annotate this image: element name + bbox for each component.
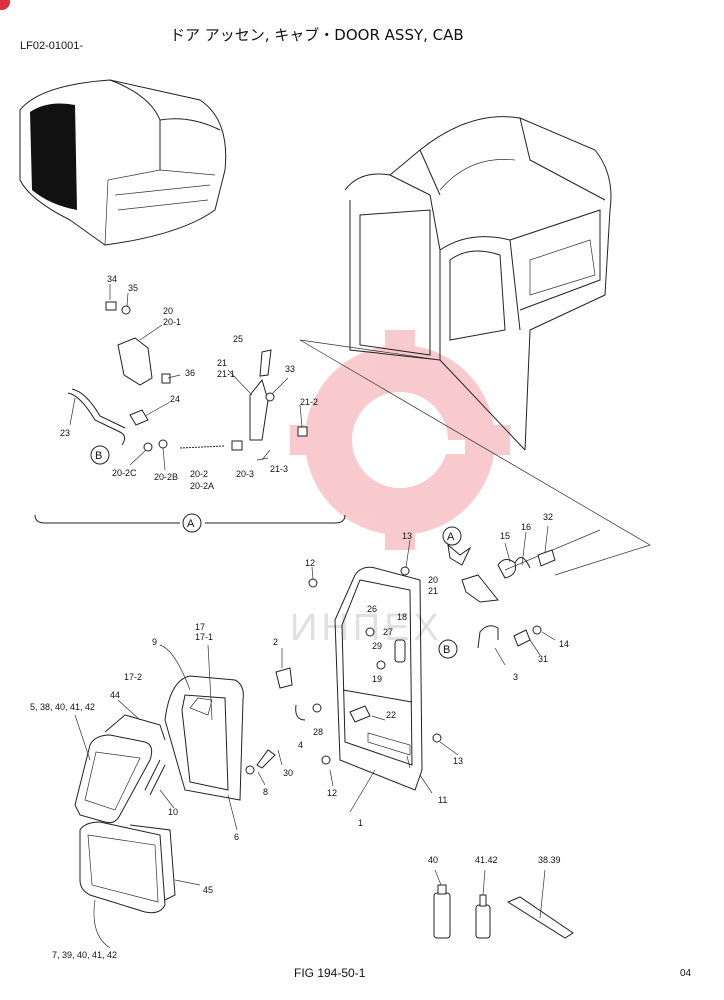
callout-B-left: B [90,445,110,465]
label-21-3: 21-3 [270,464,288,474]
corner-badge [0,0,10,10]
page-number: 04 [680,968,692,979]
cab-overview-image [19,79,227,246]
label-2: 2 [273,637,278,647]
label-12-top: 12 [305,558,315,568]
figure-number: FIG 194-50-1 [294,966,366,980]
callout-B-right: B [438,639,458,659]
label-36: 36 [185,368,195,378]
callout-A-mid: A [442,526,462,546]
label-44: 44 [110,690,120,700]
label-6: 6 [234,832,239,842]
label-8: 8 [263,787,268,797]
cab-frame-image [344,116,612,451]
label-34: 34 [107,274,117,284]
label-38-39: 38.39 [538,855,561,865]
label-21-1: 21-1 [217,369,235,379]
svg-text:B: B [95,450,102,462]
callout-A-top: A [182,513,202,533]
page-title: ドア アッセン, キャブ・DOOR ASSY, CAB [170,26,464,44]
watermark-text: ИНПЕХ [290,607,443,649]
label-17-1: 17-1 [195,632,213,642]
label-13-bottom: 13 [453,756,463,766]
label-41-42: 41.42 [475,855,498,865]
lock-parts-image [447,543,556,649]
door-frame-image [275,566,442,791]
label-13-top: 13 [402,531,412,541]
label-20-3: 20-3 [236,469,254,479]
label-18: 18 [397,612,407,622]
drawing-code: LF02-01001- [20,40,83,52]
label-17-2: 17-2 [124,672,142,682]
label-21-2: 21-2 [300,397,318,407]
label-20-1: 20-1 [163,317,181,327]
svg-text:B: B [443,644,450,656]
label-32: 32 [543,512,553,522]
label-35: 35 [128,283,138,293]
label-10: 10 [168,807,178,817]
label-20-2: 20-2 [190,469,208,479]
label-24: 24 [170,394,180,404]
label-20-2C: 20-2C [112,468,137,478]
leader-lines [69,284,556,949]
label-20-lock: 20 [428,575,438,585]
label-25: 25 [233,334,243,344]
label-33: 33 [285,364,295,374]
label-17: 17 [195,622,205,632]
label-31: 31 [538,654,548,664]
label-9: 9 [152,637,157,647]
label-20-2A: 20-2A [190,481,214,491]
label-4: 4 [298,740,303,750]
label-30: 30 [283,768,293,778]
label-20: 20 [163,306,173,316]
label-3: 3 [513,672,518,682]
label-11: 11 [438,795,447,805]
label-27: 27 [383,627,393,637]
svg-text:A: A [187,518,195,530]
bracket-right [205,514,346,524]
svg-text:A: A [447,531,455,543]
label-12-bottom: 12 [327,788,337,798]
label-40: 40 [428,855,438,865]
label-20-2B: 20-2B [154,472,178,482]
label-45: 45 [203,885,213,895]
label-21-lock: 21 [428,586,438,596]
label-26: 26 [367,604,377,614]
label-23: 23 [60,428,70,438]
part-labels: 34 35 20 20-1 36 23 24 20-2C 20-2B 20-2 … [30,274,569,960]
label-7-list: 7, 39, 40, 41, 42 [52,950,117,960]
label-19: 19 [372,674,382,684]
window-glass-image [74,675,276,914]
label-28: 28 [313,727,323,737]
label-21: 21 [217,358,227,368]
label-15: 15 [500,531,510,541]
label-16: 16 [521,522,531,532]
label-22: 22 [386,710,396,720]
label-5-list: 5, 38, 40, 41, 42 [30,702,95,712]
latch-assembly-image [67,301,308,461]
label-14: 14 [559,639,569,649]
watermark-gear-icon [290,330,510,550]
label-29: 29 [372,641,382,651]
label-1: 1 [358,818,363,828]
consumables-image [433,884,574,939]
bracket-left [34,514,180,524]
